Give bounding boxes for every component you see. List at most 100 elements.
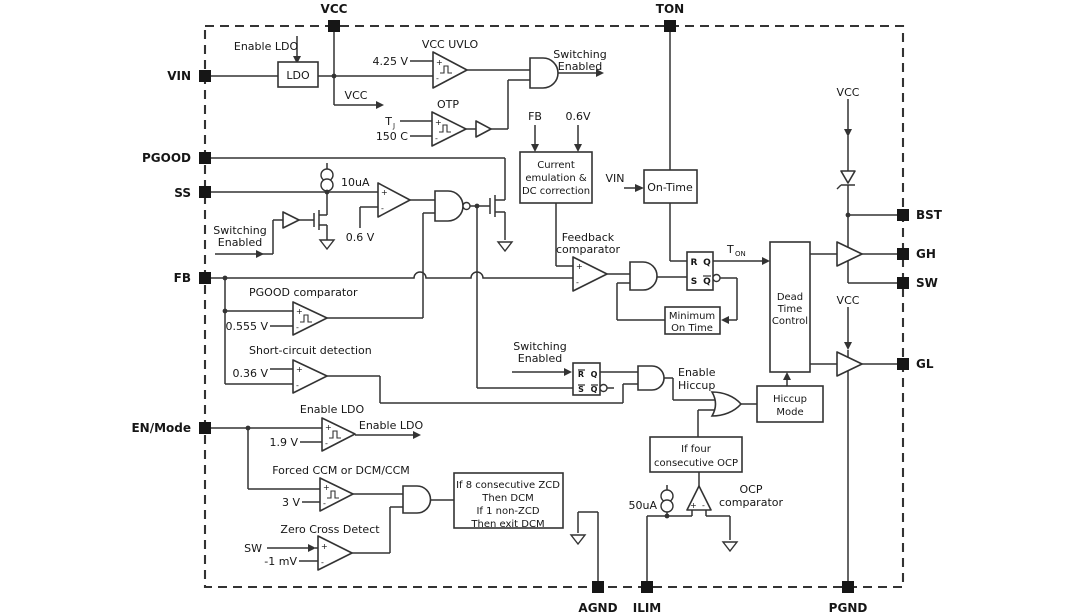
on-time-box bbox=[643, 169, 698, 204]
uvlo-ref-label: 4.25 V bbox=[372, 55, 408, 68]
svg-text:+: + bbox=[690, 501, 697, 510]
hiccup-switching-label-2: Enabled bbox=[518, 352, 562, 365]
pin-sw-label: SW bbox=[916, 276, 938, 290]
vcc-internal-label: VCC bbox=[345, 89, 368, 102]
hysteresis-icon bbox=[440, 65, 452, 74]
vcc-bst-rail-label: VCC bbox=[837, 86, 860, 99]
svg-text:-: - bbox=[321, 558, 324, 567]
feedback-comparator-title-1: Feedback bbox=[562, 231, 615, 244]
dcm-logic-line2: Then DCM bbox=[481, 493, 533, 504]
dtc-line3: Control bbox=[772, 316, 808, 327]
svg-text:-: - bbox=[381, 204, 384, 213]
junction-dot bbox=[664, 513, 670, 519]
current-emulation-section: FB 0.6V Current emulation & DC correctio… bbox=[519, 110, 593, 267]
ground-icon bbox=[318, 239, 336, 251]
ccm-ref-label: 3 V bbox=[282, 496, 300, 509]
ton-signal-label: T bbox=[726, 243, 734, 256]
otp-ref-label: 150 C bbox=[376, 130, 408, 143]
latch-q-label: Q bbox=[703, 258, 711, 268]
hiccup-up-arrowhead-icon bbox=[783, 372, 791, 380]
zero-cross-title: Zero Cross Detect bbox=[280, 523, 380, 536]
hiccup-wires bbox=[512, 371, 788, 437]
pin-agnd bbox=[592, 581, 604, 593]
ground-icon bbox=[569, 534, 587, 546]
ref06-arrowhead-icon bbox=[574, 144, 582, 152]
min-on-arrowhead-icon bbox=[721, 316, 729, 324]
ss-switching-label-2: Enabled bbox=[218, 236, 262, 249]
pin-vcc-label: VCC bbox=[321, 2, 348, 16]
junction-dot bbox=[222, 308, 228, 314]
ss-switching-label-1: Switching bbox=[213, 224, 266, 237]
hiccup-mode-line1: Hiccup bbox=[773, 394, 807, 405]
pin-fb-label: FB bbox=[174, 271, 191, 285]
svg-text:+: + bbox=[576, 262, 583, 271]
on-time-wires bbox=[624, 32, 687, 262]
soft-start-section: 10uA Switching Enabled + - 0.6 V bbox=[211, 163, 435, 258]
hiccup-and-gate bbox=[637, 365, 665, 391]
uvlo-wires bbox=[410, 60, 530, 71]
pin-ton-label: TON bbox=[656, 2, 684, 16]
fb-input-label: FB bbox=[528, 110, 542, 123]
pgood-comparator bbox=[292, 301, 328, 336]
pgood-ref-label: 0.555 V bbox=[225, 320, 268, 333]
latch2-q-label: Q bbox=[591, 370, 598, 379]
low-side-wires bbox=[810, 307, 897, 581]
enable-ldo-comparator bbox=[321, 417, 356, 452]
enable-ldo-comp-title: Enable LDO bbox=[300, 403, 365, 416]
if-four-ocp-line2: consecutive OCP bbox=[654, 458, 738, 469]
pin-en-mode-label: EN/Mode bbox=[131, 421, 191, 435]
iss-label: 10uA bbox=[341, 176, 370, 189]
minimum-on-time-box bbox=[664, 306, 721, 335]
ss-inverter bbox=[282, 211, 300, 229]
svg-text:+: + bbox=[325, 423, 332, 432]
hysteresis-icon bbox=[439, 124, 451, 133]
svg-text:+: + bbox=[381, 188, 388, 197]
ocp-comparator-title-2: comparator bbox=[719, 496, 784, 509]
pin-gl bbox=[897, 358, 909, 370]
pins: VCC TON VIN PGOOD SS FB EN/Mode BST GH S… bbox=[131, 2, 942, 615]
forced-ccm-title: Forced CCM or DCM/CCM bbox=[272, 464, 410, 477]
svg-text:-: - bbox=[702, 501, 705, 510]
hiccup-mode-line2: Mode bbox=[776, 407, 803, 418]
vcc-gl-arrowhead-icon bbox=[844, 342, 852, 350]
uvlo-title: VCC UVLO bbox=[422, 38, 479, 51]
otp-buffer bbox=[475, 120, 492, 138]
otp-section: OTP T J 150 C + - bbox=[376, 79, 530, 147]
svg-text:-: - bbox=[436, 74, 439, 83]
zero-cross-comparator bbox=[317, 535, 353, 571]
latch-qbar-label: Q bbox=[703, 277, 711, 287]
ton-arrowhead-icon bbox=[762, 257, 770, 265]
svg-text:+: + bbox=[435, 118, 442, 127]
vcc-arrowhead-icon bbox=[376, 101, 384, 109]
ldo-wires bbox=[211, 32, 433, 106]
hiccup-switching-label-1: Switching bbox=[513, 340, 566, 353]
pgood-comparator-wires bbox=[270, 317, 423, 327]
junction-dot bbox=[245, 425, 251, 431]
agnd-section bbox=[569, 511, 599, 581]
minimum-on-time-line2: On Time bbox=[671, 323, 713, 334]
dtc-line2: Time bbox=[777, 304, 802, 315]
latch2-qbar-label: Q bbox=[591, 385, 598, 394]
pin-vin-label: VIN bbox=[167, 69, 191, 83]
switching-enabled-label-1: Switching bbox=[553, 48, 606, 61]
dcm-logic-line1: If 8 consecutive ZCD bbox=[456, 480, 560, 491]
svg-text:+: + bbox=[436, 58, 443, 67]
ss-comparator bbox=[377, 182, 411, 218]
vcc-rail-arrowhead-icon bbox=[844, 129, 852, 137]
en-ref-label: 1.9 V bbox=[269, 436, 298, 449]
if-four-ocp-line1: If four bbox=[681, 444, 712, 455]
hiccup-or-gate bbox=[710, 391, 743, 417]
on-time-label: On-Time bbox=[647, 181, 693, 194]
fb-wires bbox=[211, 271, 573, 385]
en-mode-wires bbox=[211, 427, 454, 562]
iocp-label: 50uA bbox=[629, 499, 658, 512]
pin-pgnd-label: PGND bbox=[829, 601, 868, 615]
diode-cathode-bar bbox=[836, 184, 855, 190]
enable-ldo-out-arrowhead-icon bbox=[413, 431, 421, 439]
svg-text:-: - bbox=[576, 278, 579, 287]
pin-gh bbox=[897, 248, 909, 260]
ocp-section: If four consecutive OCP + - 50uA OCP com… bbox=[629, 436, 784, 581]
svg-text:+: + bbox=[296, 365, 303, 374]
hysteresis-icon bbox=[327, 490, 339, 499]
